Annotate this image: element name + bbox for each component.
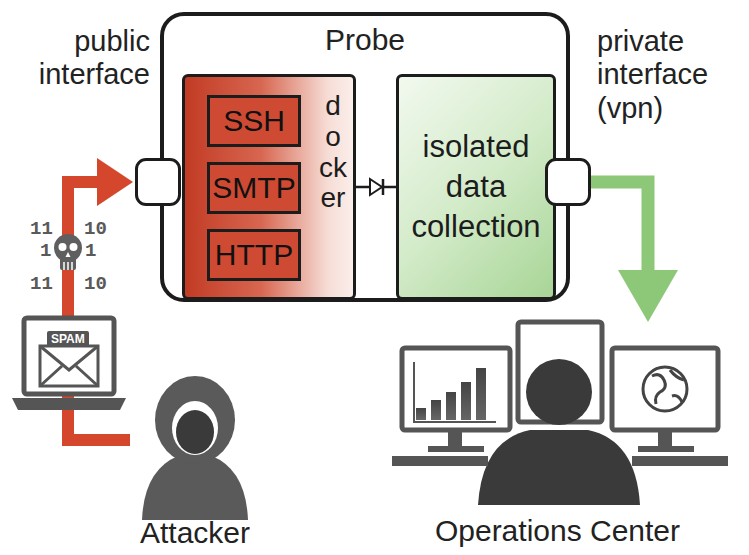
attacker-figure-part	[142, 456, 248, 520]
attacker-actor: Attacker	[130, 380, 260, 552]
operations-illustration-part	[612, 348, 718, 430]
connector	[97, 158, 133, 206]
operations-illustration-part	[461, 382, 471, 420]
node-text: Attacker	[110, 516, 280, 551]
connector	[370, 179, 382, 195]
service-box: HTTP	[207, 229, 301, 281]
laptop-icon-part	[40, 346, 98, 370]
connector	[618, 270, 678, 322]
skull-icon-part	[59, 243, 67, 251]
skull-icon-part	[63, 262, 65, 270]
operations-illustration-part	[643, 367, 687, 411]
skull-icon	[54, 234, 82, 270]
operations-illustration-part	[478, 430, 640, 505]
operations-illustration-part	[638, 446, 694, 452]
binary-digits: 1	[40, 242, 51, 261]
binary-digits: 1	[85, 242, 96, 261]
node-text: SMTP	[210, 165, 298, 211]
laptop-icon-part	[12, 398, 126, 410]
skull-icon-part	[60, 256, 76, 270]
node-text: Operations Center	[395, 514, 720, 549]
operations-illustration-part	[476, 368, 486, 420]
operations-illustration-part	[402, 348, 510, 430]
probe-box: Probe docker SSH SMTP HTTP isolated data coll…	[160, 12, 570, 302]
operations-illustration-part	[414, 362, 496, 422]
laptop-icon-part	[24, 318, 114, 394]
attacker-figure	[142, 376, 248, 520]
binary-digits: 11	[30, 275, 53, 294]
operations-illustration-part	[658, 430, 672, 446]
operations-illustration-part	[431, 400, 441, 420]
node-text: isolated data collection	[399, 77, 553, 297]
skull-icon-part	[66, 252, 71, 257]
node-text: SSH	[210, 98, 298, 144]
laptop-icon-part	[40, 366, 98, 386]
service-box: SMTP	[207, 162, 301, 214]
binary-digits: 11	[30, 220, 53, 239]
connector	[591, 182, 648, 272]
operations-illustration-part	[652, 370, 684, 404]
operations-illustration-part	[428, 446, 484, 452]
operations-actor: Operations Center	[395, 322, 720, 552]
attacker-figure-part	[172, 401, 218, 455]
node-text: private interface (vpn)	[597, 25, 745, 125]
service-box: SSH	[207, 95, 301, 147]
operations-illustration-part	[448, 430, 462, 446]
node-text: public interface	[18, 25, 150, 92]
operations-illustration-part	[446, 392, 456, 420]
interface-port: public interface	[135, 158, 181, 206]
node-text: HTTP	[210, 232, 298, 278]
node-text: docker	[319, 91, 347, 214]
operations-illustration-part	[526, 359, 592, 425]
node-text: Probe	[164, 22, 566, 58]
attacker-figure-part	[176, 410, 214, 454]
interface-port: private interface (vpn)	[545, 158, 591, 206]
spam-tag: SPAM	[47, 331, 89, 347]
binary-digits: 10	[84, 220, 107, 239]
collection-box: isolated data collection	[396, 74, 556, 300]
laptop-icon-part	[40, 346, 98, 386]
docker-container: docker SSH SMTP HTTP	[182, 74, 356, 300]
operations-illustration-part	[416, 408, 426, 420]
skull-icon-part	[71, 262, 73, 270]
skull-icon-part	[70, 243, 78, 251]
connector	[382, 179, 385, 195]
operations-illustration-part	[392, 456, 488, 466]
operations-illustration	[392, 322, 728, 505]
laptop-icon	[12, 318, 126, 410]
operations-illustration-part	[632, 456, 728, 466]
skull-icon-part	[67, 262, 69, 270]
attacker-figure-part	[155, 376, 235, 464]
binary-digits: 10	[84, 275, 107, 294]
